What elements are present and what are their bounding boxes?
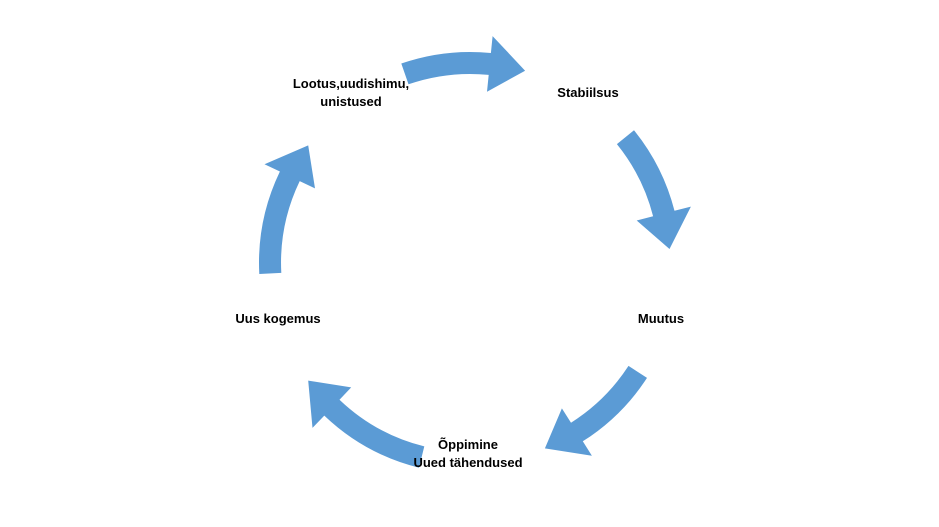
node-stabiilsus-text: Stabiilsus bbox=[557, 85, 619, 100]
node-uus-kogemus-text: Uus kogemus bbox=[235, 311, 321, 326]
arrow-lootus-to-stabiilsus bbox=[401, 36, 526, 92]
node-oppimine-line1: Õppimine bbox=[438, 437, 498, 452]
node-uus-kogemus: Uus kogemus bbox=[235, 310, 320, 328]
node-stabiilsus: Stabiilsus bbox=[557, 84, 618, 102]
node-lootus-line2: unistused bbox=[320, 94, 382, 109]
node-oppimine-line2: Uued tähendused bbox=[413, 455, 523, 470]
node-muutus-text: Muutus bbox=[637, 311, 685, 326]
node-muutus: Muutus bbox=[638, 310, 684, 328]
arrow-uus-kogemus-to-lootus bbox=[259, 145, 315, 274]
arrow-muutus-to-oppimine bbox=[544, 365, 647, 456]
arrow-stabiilsus-to-muutus bbox=[616, 130, 691, 249]
node-oppimine: Õppimine Uued tähendused bbox=[413, 436, 522, 472]
node-lootus: Lootus,uudishimu, unistused bbox=[293, 75, 409, 111]
node-lootus-line1: Lootus,uudishimu, bbox=[292, 76, 410, 91]
arrow-oppimine-to-uus-kogemus bbox=[308, 380, 425, 468]
